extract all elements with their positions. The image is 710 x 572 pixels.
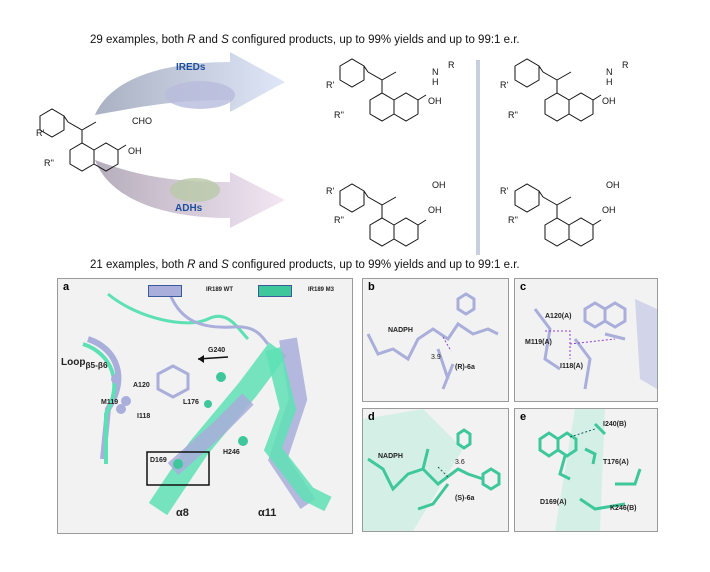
caption-s: S — [221, 259, 229, 271]
panel-c: c A120(A) M119(A) I118(A) — [514, 278, 658, 402]
caption-r: R — [187, 34, 196, 46]
helix-label: α11 — [258, 507, 277, 519]
top-caption: 29 examples, both R and S configured pro… — [90, 34, 520, 46]
panel-label: b — [368, 281, 375, 293]
distance-label: 3.9 — [431, 354, 441, 361]
binding-pose-render — [366, 292, 499, 390]
panel-e: e I240(B) T176(A) D169(A) K246(B) — [514, 408, 658, 532]
panel-label: a — [63, 281, 70, 293]
panel-a: a IR189 WT IR189 M3 Loopβ5-β6 G240 A120 … — [57, 278, 353, 534]
caption-text: and — [195, 34, 222, 46]
distance-label: 3.6 — [455, 459, 465, 466]
legend-label-m3: IR189 M3 — [308, 287, 335, 293]
product-alcohol-oh: OH — [432, 180, 446, 190]
adh-protein-image — [170, 178, 220, 202]
product-oh: OH — [428, 96, 442, 106]
substrate-r2: R'' — [44, 158, 54, 168]
panel-d: d NADPH 3.6 (S)-6a — [362, 408, 509, 532]
loop-label: Loopβ5-β6 — [61, 357, 108, 370]
enzyme-label-ireds: IREDs — [176, 62, 206, 73]
legend-swatch-wt — [148, 285, 182, 297]
product-oh: OH — [428, 205, 442, 215]
bottom-caption: 21 examples, both R and S configured pro… — [90, 259, 520, 271]
caption-s: S — [221, 34, 229, 46]
nadph-label: NADPH — [378, 453, 403, 460]
ligand-label: (S)-6a — [455, 495, 475, 502]
binding-pose-render — [363, 409, 501, 531]
product-amine-structure-2 — [514, 58, 602, 122]
residue-label: I240(B) — [603, 421, 627, 428]
product-h: H — [432, 77, 439, 87]
ligand-label: (R)-6a — [455, 364, 475, 371]
product-alcohol-oh: OH — [606, 180, 620, 190]
caption-text: 21 examples, both — [90, 259, 188, 271]
residue-label: D169 — [150, 457, 167, 464]
substrate-cho: CHO — [132, 116, 152, 126]
residue-label: H246 — [223, 449, 240, 456]
product-r2: R'' — [508, 215, 518, 225]
substrate-oh: OH — [128, 146, 142, 156]
panel-label: c — [520, 281, 527, 293]
product-oh: OH — [602, 96, 616, 106]
product-r1: R' — [326, 186, 335, 196]
product-r2: R'' — [508, 110, 518, 120]
enzyme-label-adhs: ADHs — [175, 203, 203, 214]
interaction-render — [533, 299, 657, 390]
residue-label: I118(A) — [560, 363, 583, 370]
panel-label: e — [520, 411, 527, 423]
residue-label: K246(B) — [610, 505, 637, 512]
residue-label: L176 — [183, 399, 199, 406]
loop-text: Loop — [61, 357, 86, 368]
residue-label: I118 — [137, 413, 151, 420]
product-r: R — [622, 60, 629, 70]
interaction-render — [538, 409, 642, 531]
product-r1: R' — [326, 80, 335, 90]
residue-label: A120 — [133, 382, 150, 389]
protein-overlay-render — [82, 288, 332, 516]
product-r: R — [448, 60, 455, 70]
product-n: N — [606, 67, 613, 77]
legend-label-wt: IR189 WT — [206, 287, 234, 293]
caption-text: 29 examples, both — [90, 34, 188, 46]
legend-swatch-m3 — [258, 285, 292, 297]
residue-label: G240 — [208, 347, 226, 354]
caption-text: and — [195, 259, 222, 271]
reaction-scheme — [39, 52, 602, 255]
product-alcohol-structure-2 — [514, 183, 602, 247]
residue-label: M119(A) — [525, 339, 552, 346]
helix-label: α8 — [176, 507, 189, 519]
product-oh: OH — [602, 205, 616, 215]
caption-text: configured products, up to 99% yields an… — [228, 34, 520, 46]
product-n: N — [432, 67, 439, 77]
residue-label: A120(A) — [545, 313, 572, 320]
caption-r: R — [187, 259, 196, 271]
product-amine-structure-1 — [339, 58, 427, 122]
residue-label: D169(A) — [540, 499, 567, 506]
residue-label: M119 — [101, 399, 119, 406]
ired-protein-image — [165, 81, 235, 109]
panel-b: b NADPH 3.9 (R)-6a — [362, 278, 509, 402]
product-r2: R'' — [334, 215, 344, 225]
product-r1: R' — [500, 80, 509, 90]
product-alcohol-structure-1 — [339, 183, 427, 247]
panel-label: d — [368, 411, 375, 423]
substrate-r1: R' — [36, 128, 45, 138]
product-r2: R'' — [334, 110, 344, 120]
product-h: H — [606, 77, 613, 87]
residue-label: T176(A) — [603, 459, 629, 466]
caption-text: configured products, up to 99% yields an… — [228, 259, 520, 271]
nadph-label: NADPH — [388, 327, 413, 334]
loop-subscript: β5-β6 — [85, 360, 108, 370]
product-r1: R' — [500, 186, 509, 196]
